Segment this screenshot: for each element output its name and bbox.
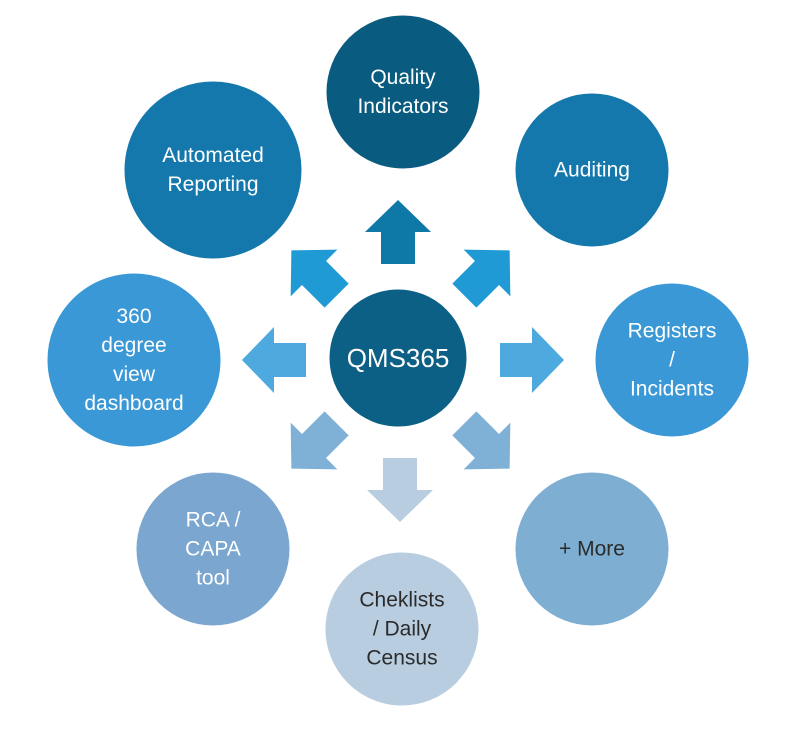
node-label-more-line-1: + More bbox=[559, 538, 625, 561]
node-label-automated-reporting-line-1: Automated bbox=[162, 144, 264, 167]
hub-circle bbox=[326, 286, 470, 430]
arrow-down bbox=[367, 458, 433, 522]
hub-label: QMS365 bbox=[347, 343, 450, 373]
node-label-automated-reporting-line-2: Reporting bbox=[167, 173, 258, 196]
node-circle-auditing bbox=[512, 90, 672, 250]
node-label-registers-incidents-line-1: Registers bbox=[628, 320, 717, 343]
node-more: + More bbox=[512, 469, 672, 629]
node-circle-quality-indicators bbox=[323, 12, 483, 172]
arrow-up-left bbox=[290, 249, 349, 308]
node-label-quality-indicators-line-2: Indicators bbox=[357, 95, 448, 118]
node-circle-registers-incidents bbox=[592, 280, 752, 440]
arrow-down-right bbox=[452, 411, 511, 470]
node-registers-incidents: Registers / Incidents bbox=[592, 280, 752, 440]
node-label-rca-capa-tool-line-2: CAPA bbox=[185, 538, 241, 561]
node-label-quality-indicators-line-1: Quality bbox=[370, 66, 436, 89]
node-label-checklists-daily-census-line-3: Census bbox=[366, 647, 437, 670]
node-360-degree-view-dashboard: 360 degree view dashboard bbox=[44, 270, 224, 450]
node-label-360-degree-view-dashboard-line-2: degree bbox=[101, 334, 166, 357]
arrow-up-right bbox=[452, 249, 511, 308]
hub: QMS365 bbox=[326, 286, 470, 430]
arrow-left bbox=[242, 327, 306, 393]
node-label-360-degree-view-dashboard-line-3: view bbox=[113, 363, 156, 386]
node-label-rca-capa-tool-line-3: tool bbox=[196, 567, 230, 590]
node-label-360-degree-view-dashboard-line-1: 360 bbox=[116, 305, 151, 328]
arrow-down-left bbox=[290, 411, 349, 470]
node-circle-checklists-daily-census bbox=[322, 549, 482, 709]
node-label-checklists-daily-census-line-1: Cheklists bbox=[359, 589, 444, 612]
node-label-auditing-line-1: Auditing bbox=[554, 159, 630, 182]
node-label-registers-incidents-line-3: Incidents bbox=[630, 378, 714, 401]
node-rca-capa-tool: RCA / CAPA tool bbox=[133, 469, 293, 629]
node-circle-rca-capa-tool bbox=[133, 469, 293, 629]
node-label-registers-incidents-line-2: / bbox=[669, 349, 675, 372]
arrow-up bbox=[365, 200, 431, 264]
arrows bbox=[242, 200, 564, 522]
node-label-checklists-daily-census-line-2: / Daily bbox=[373, 618, 432, 641]
node-label-360-degree-view-dashboard-line-4: dashboard bbox=[84, 392, 183, 415]
node-auditing: Auditing bbox=[512, 90, 672, 250]
arrow-right bbox=[500, 327, 564, 393]
node-circle-360-degree-view-dashboard bbox=[44, 270, 224, 450]
node-label-rca-capa-tool-line-1: RCA / bbox=[186, 509, 241, 532]
node-circle-more bbox=[512, 469, 672, 629]
node-circle-automated-reporting bbox=[121, 78, 305, 262]
